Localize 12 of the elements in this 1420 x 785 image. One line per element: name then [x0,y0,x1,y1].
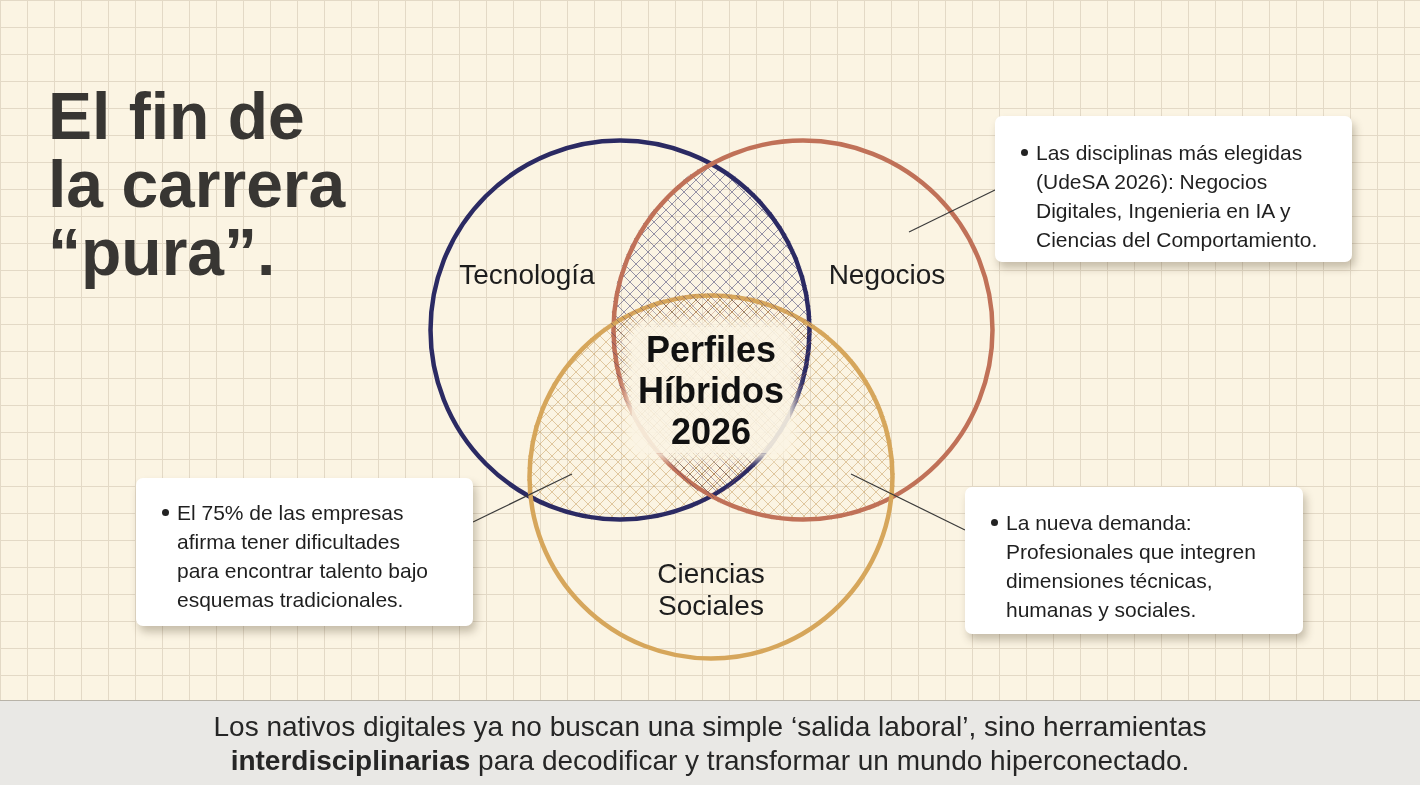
callout-card [995,116,1352,262]
callout-text: La nueva demanda: Profesionales que integren dimensiones técnicas, humanas y sociales. [1006,510,1257,623]
callout-card [136,478,473,626]
callout-text: Las disciplinas más elegidas (UdeSA 2026): Negocios Digitales, Ingenieria en IA y Ciencias del Comportamiento. [1036,140,1319,253]
center-label: Perfiles Híbridos 2026 [632,326,790,454]
circle-label: Tecnología [459,259,595,291]
leader-line [908,189,996,233]
callout-text: El 75% de las empresas afirma tener dificultades para encontrar talento bajo esquemas tradicionales. [177,500,429,613]
caption-text: Los nativos digitales ya no buscan una simple ‘salida laboral’, sino herramientas interdisciplinarias para decodificar y transformar un mundo hiperconectado. [212,710,1208,778]
circle-label: Ciencias Sociales [657,558,765,622]
circle-label: Negocios [828,259,946,291]
callout-card [965,487,1303,634]
